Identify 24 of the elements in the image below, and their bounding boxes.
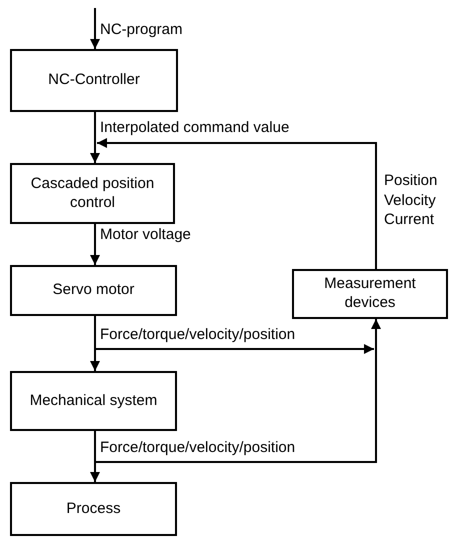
box-label: Process [66, 500, 121, 518]
arrow [90, 112, 100, 163]
edge-label: Position Velocity Current [384, 171, 438, 230]
process-box [10, 163, 175, 224]
process-box [10, 265, 177, 316]
process-box [10, 49, 178, 112]
edge-label: NC-program [100, 20, 183, 40]
arrow [97, 138, 377, 269]
edge-label: Force/torque/velocity/position [100, 438, 296, 458]
process-box [10, 482, 177, 536]
box-label: Mechanical system [30, 392, 158, 410]
edge-label: Interpolated command value [100, 118, 290, 138]
arrow [90, 8, 100, 49]
box-label: Servo motor [52, 281, 134, 300]
edge-label: Motor voltage [100, 225, 191, 244]
box-label: Cascaded position control [30, 174, 156, 212]
process-box [292, 269, 448, 319]
edge-label: Force/torque/velocity/position [100, 325, 296, 344]
box-label: NC-Controller [48, 71, 140, 90]
arrow [94, 319, 381, 463]
arrow [94, 316, 374, 354]
process-box [10, 371, 177, 431]
box-label: Measurement devices [323, 275, 417, 313]
arrow [90, 224, 100, 265]
